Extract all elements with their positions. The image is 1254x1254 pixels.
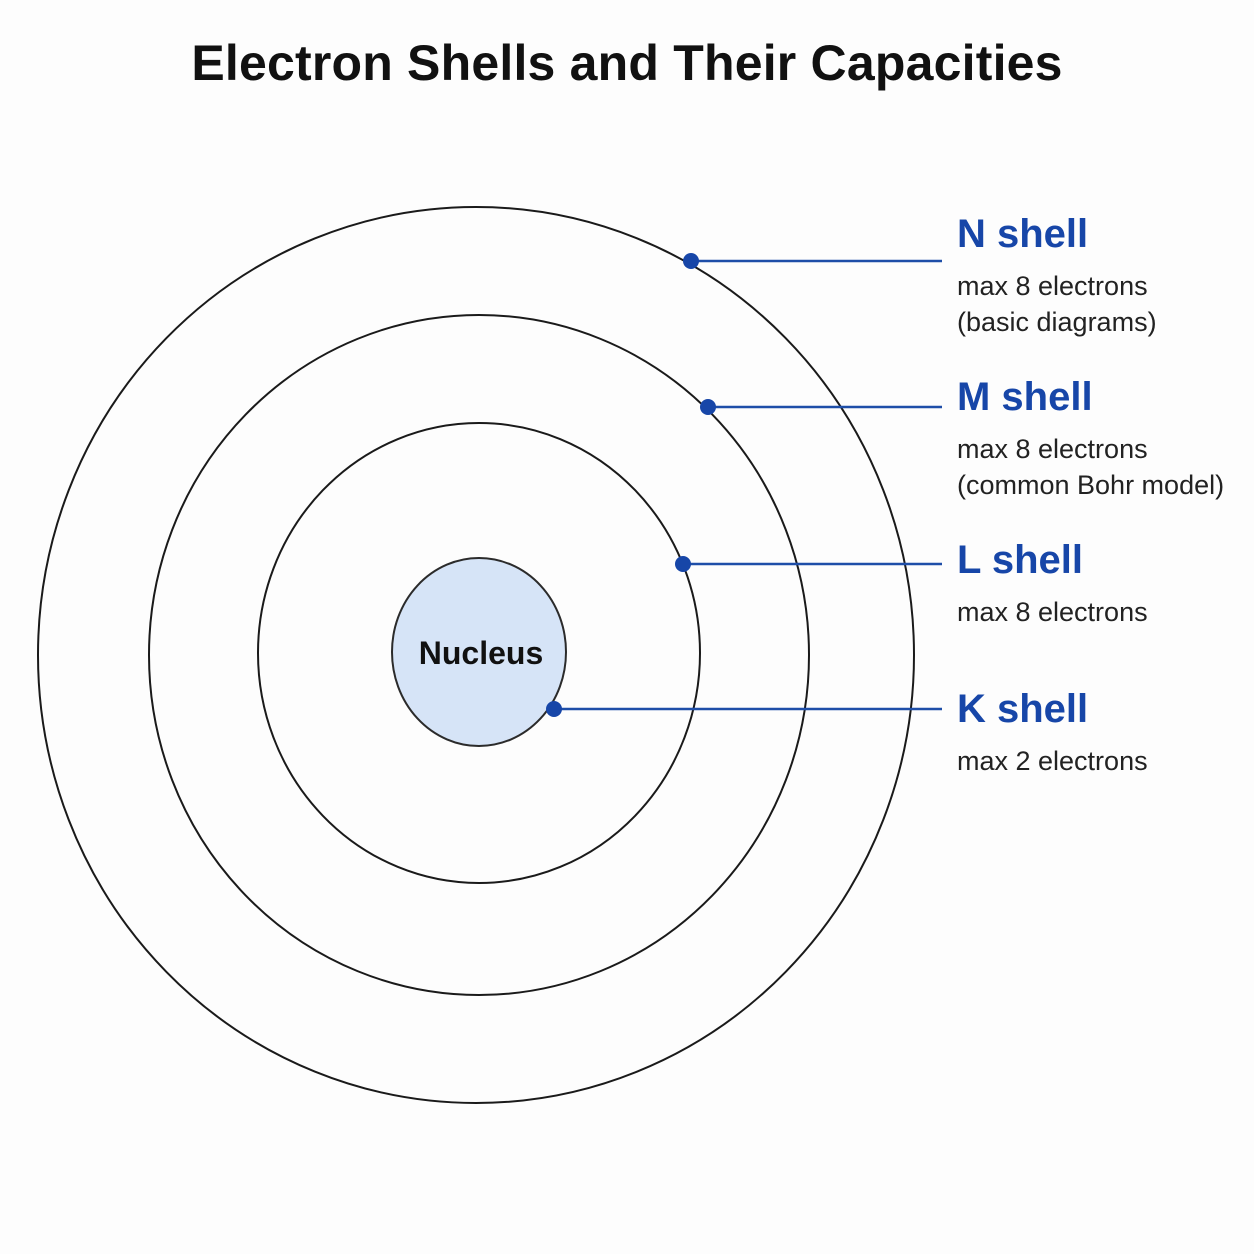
l-shell-capacity: max 8 electrons [957, 597, 1148, 627]
l-shell-label-block: L shell max 8 electrons [957, 540, 1148, 630]
n-shell-ring [37, 206, 915, 1104]
n-shell-label-block: N shell max 8 electrons (basic diagrams) [957, 214, 1157, 340]
l-shell-marker-dot [675, 556, 691, 572]
m-shell-label-block: M shell max 8 electrons (common Bohr mod… [957, 377, 1224, 503]
m-shell-marker-dot [700, 399, 716, 415]
m-shell-capacity: max 8 electrons [957, 434, 1148, 464]
n-shell-note: (basic diagrams) [957, 307, 1157, 337]
m-shell-ring [148, 314, 810, 996]
m-shell-name: M shell [957, 375, 1093, 419]
n-shell-marker-dot [683, 253, 699, 269]
l-shell-ring [257, 422, 701, 884]
nucleus-label: Nucleus [419, 635, 543, 671]
page-title: Electron Shells and Their Capacities [191, 35, 1063, 91]
k-shell-name: K shell [957, 687, 1089, 731]
n-shell-capacity: max 8 electrons [957, 271, 1148, 301]
l-shell-name: L shell [957, 538, 1083, 582]
k-shell-marker-dot [546, 701, 562, 717]
k-shell-label-block: K shell max 2 electrons [957, 689, 1148, 779]
k-shell-capacity: max 2 electrons [957, 746, 1148, 776]
n-shell-name: N shell [957, 212, 1089, 256]
nucleus-circle [391, 557, 567, 747]
m-shell-note: (common Bohr model) [957, 470, 1225, 500]
